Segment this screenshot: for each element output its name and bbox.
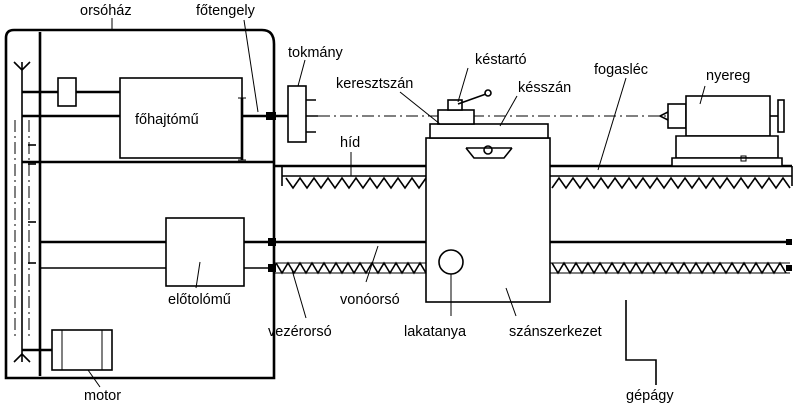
headstock-housing [4,28,276,380]
label-vonoorso: vonóorsó [340,292,400,308]
motor-body [51,329,113,371]
label-szanszerkezet: szánszerkezet [509,324,602,340]
lead-screw-thread [275,261,787,275]
left-gear-bottom [13,352,31,363]
bed-leg-right [625,300,657,385]
feed-rod-bearing [268,238,276,246]
label-vezerorso: vezérorsó [268,324,332,340]
label-kestarto: késtartó [475,52,527,68]
tailstock-body [685,95,771,137]
label-motor: motor [84,388,121,404]
tool-post [447,99,463,111]
feed-gearbox [165,217,245,287]
feed-rod-end [786,239,792,245]
tailstock-lock [740,155,747,162]
lead-screw-bearing [268,264,276,272]
label-orsohaz: orsóház [80,3,132,19]
tailstock-foot [671,157,783,167]
chuck-jaws [306,99,318,133]
rack-teeth [285,176,791,190]
label-gepagy: gépágy [626,388,674,404]
spindle-bearing [266,112,276,120]
cross-slide [429,123,549,139]
label-lakatanya: lakatanya [404,324,467,340]
compound-slide [437,109,475,125]
tailstock-base [675,135,779,159]
leader-lines [87,18,706,388]
label-fotengely: főtengely [196,3,256,19]
label-hid: híd [340,135,360,151]
label-elotolomu: előtolómű [168,292,231,308]
clutch-block [57,77,77,107]
chuck [287,85,307,143]
main-gearbox [119,77,243,159]
tool-handle-knob [484,89,492,97]
label-keszan: késszán [518,80,571,96]
left-gear-top [13,61,31,72]
label-keresztszan: keresztszán [336,76,413,92]
tailstock-center [658,111,669,121]
lead-screw-end [786,265,792,271]
label-fogasled: fogasléc [594,62,648,78]
tool-handle [457,93,487,105]
dovetail [465,147,513,159]
carriage-apron [425,137,551,303]
label-tokmany: tokmány [288,45,344,61]
label-nyereg: nyereg [706,68,750,84]
cross-slide-nut [483,145,493,155]
tailstock-quill [667,103,687,129]
label-fohajtomu: főhajtómű [135,112,199,128]
tailstock-wheel [777,99,785,133]
